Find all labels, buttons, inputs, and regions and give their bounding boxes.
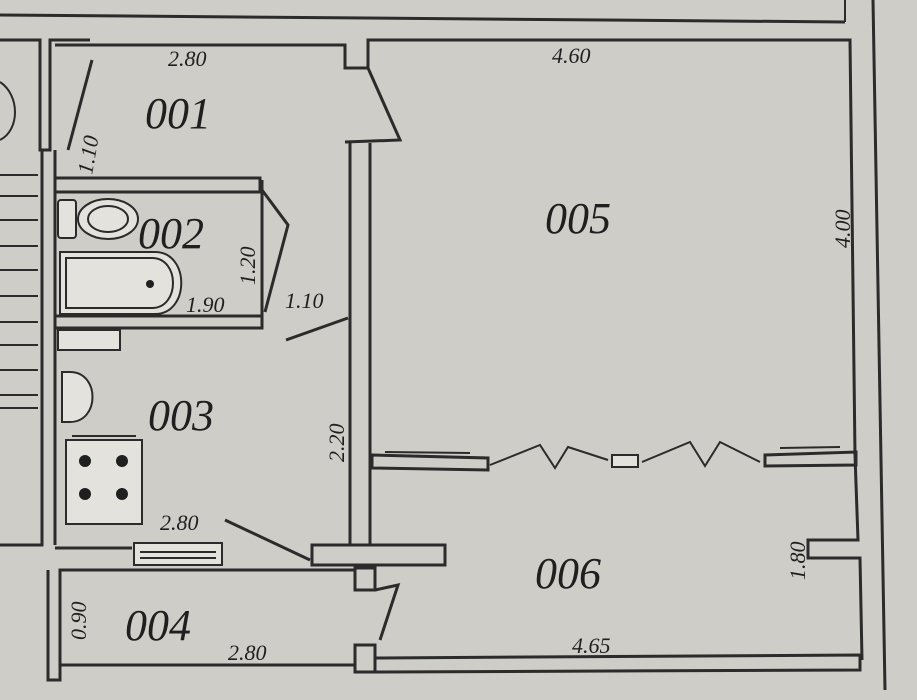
dim-005-width: 4.60 bbox=[552, 43, 591, 68]
room-label-003: 003 bbox=[148, 391, 214, 440]
room-label-004: 004 bbox=[125, 601, 191, 650]
dim-003-depth: 2.20 bbox=[324, 424, 349, 463]
dim-corridor-width: 1.10 bbox=[285, 288, 324, 313]
dim-001-depth: 1.10 bbox=[72, 134, 103, 176]
room-label-002: 002 bbox=[138, 209, 204, 258]
dimension-labels: 2.80 1.10 1.20 1.90 1.10 2.20 2.80 0.90 … bbox=[66, 43, 855, 665]
dim-002-width: 1.90 bbox=[186, 292, 225, 317]
dim-005-depth: 4.00 bbox=[830, 210, 855, 249]
walls bbox=[0, 0, 887, 691]
dim-002-depth: 1.20 bbox=[235, 247, 260, 286]
fixtures bbox=[57, 198, 223, 566]
room-label-005: 005 bbox=[545, 194, 611, 243]
sink-icon bbox=[61, 371, 94, 423]
dim-001-width: 2.80 bbox=[168, 46, 207, 71]
dim-004-width: 2.80 bbox=[228, 640, 267, 665]
room-label-006: 006 bbox=[535, 549, 601, 598]
dim-004-depth: 0.90 bbox=[66, 602, 91, 641]
stove-icon bbox=[65, 435, 143, 525]
window-icon bbox=[133, 542, 223, 566]
counter bbox=[57, 329, 121, 351]
dim-003-width: 2.80 bbox=[160, 510, 199, 535]
bathtub-icon bbox=[59, 251, 183, 315]
dim-006-depth: 1.80 bbox=[785, 542, 810, 581]
toilet-icon bbox=[57, 198, 139, 240]
balcony-partition bbox=[370, 440, 858, 472]
room-label-001: 001 bbox=[145, 89, 211, 138]
room-labels: 001 002 003 004 005 006 bbox=[125, 89, 611, 650]
dim-006-width: 4.65 bbox=[572, 633, 611, 658]
